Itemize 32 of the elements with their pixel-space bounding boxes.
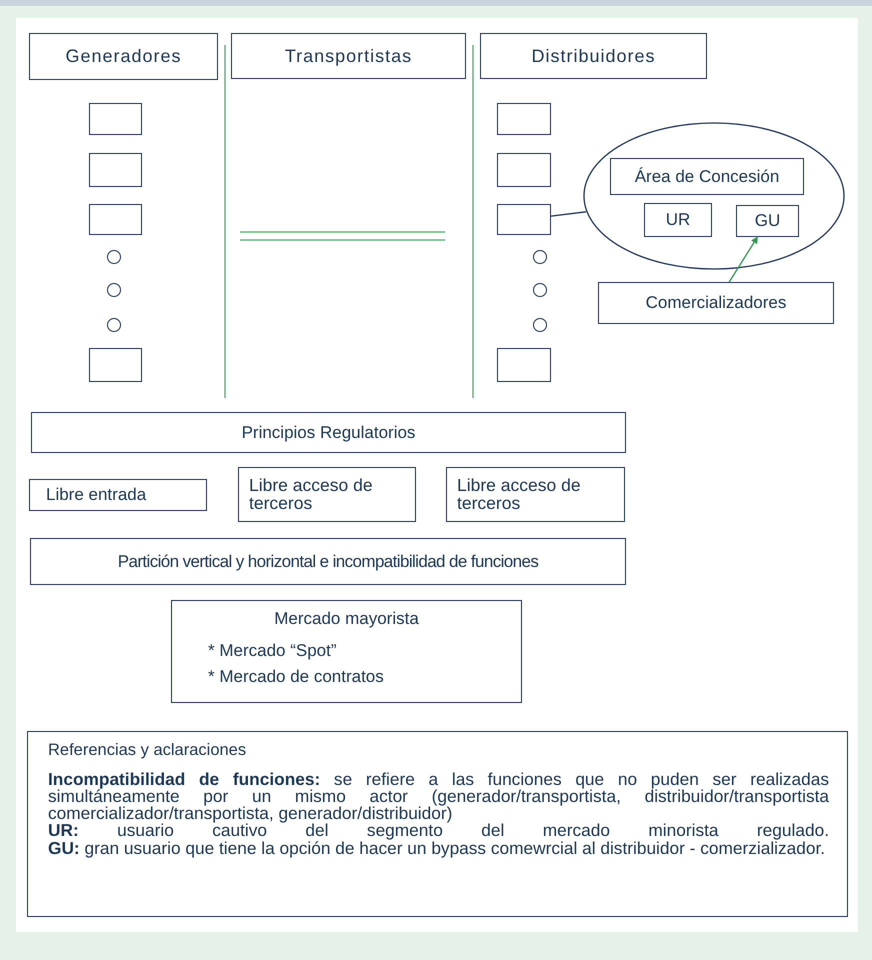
label-box: Libre acceso de terceros — [238, 467, 416, 522]
column-header: Transportistas — [231, 33, 466, 79]
ellipse-region — [583, 122, 845, 270]
label-box: Libre entrada — [29, 479, 207, 511]
column-header: Distribuidores — [480, 33, 707, 79]
market-panel — [171, 600, 522, 703]
empty-box — [89, 153, 142, 187]
empty-box — [497, 153, 551, 187]
empty-box — [89, 103, 142, 135]
note-paragraph: UR: usuario cautivo del segmento del mercado minorista regulado. — [48, 822, 829, 840]
connector-line — [550, 211, 586, 217]
panel-heading: Referencias y aclaraciones — [48, 742, 248, 758]
list-item: * Mercado “Spot” — [208, 641, 336, 661]
label-box: GU — [736, 205, 799, 237]
empty-box — [89, 348, 142, 382]
note-paragraph: GU: gran usuario que tiene la opción de hacer un bypass comewrcial al distribuidor - comerzializador. — [48, 840, 826, 857]
list-item: * Mercado de contratos — [208, 667, 384, 687]
label-box: Comercializadores — [598, 282, 834, 324]
empty-box — [497, 348, 551, 382]
note-paragraph: Incompatibilidad de funciones: se refiere a las funciones que no puden ser realizadas simultáneamente por un mismo actor (generador/transportista, distribuidor/transportista comercializador/transportista, generador/distribuidor) — [48, 770, 829, 822]
column-header: Generadores — [29, 33, 218, 80]
label-box: Libre acceso de terceros — [446, 467, 625, 522]
notes-panel — [27, 731, 848, 917]
label-box: Área de Concesión — [610, 158, 804, 195]
label-box: UR — [644, 203, 712, 237]
empty-box — [497, 103, 551, 135]
panel-heading: Mercado mayorista — [273, 609, 420, 629]
arrow — [728, 236, 758, 282]
label-box: Principios Regulatorios — [31, 412, 626, 453]
label-box: Partición vertical y horizontal e incompatibilidad de funciones — [30, 538, 626, 585]
empty-box — [497, 204, 551, 235]
empty-box — [89, 204, 142, 235]
